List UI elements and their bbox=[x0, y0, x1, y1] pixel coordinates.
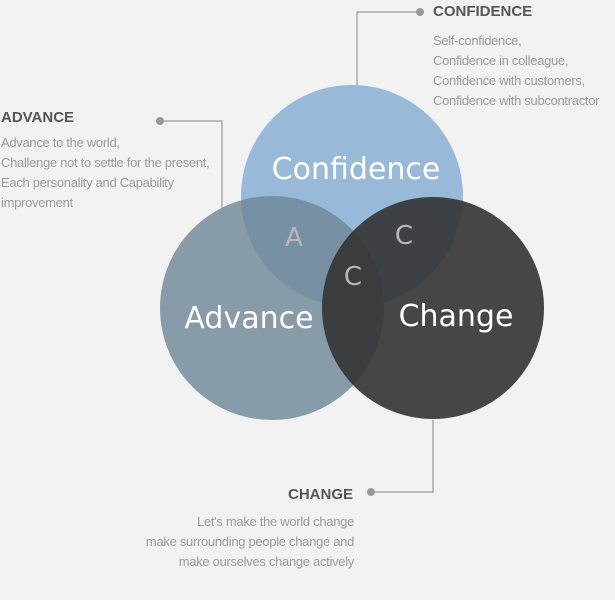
advance-line: Each personality and Capability bbox=[1, 175, 174, 190]
overlap-advance-confidence: A bbox=[285, 223, 303, 253]
change-callout-text: Let's make the world change make surroun… bbox=[146, 512, 354, 572]
change-circle bbox=[322, 197, 544, 419]
change-connector bbox=[371, 420, 434, 493]
advance-circle bbox=[160, 196, 384, 420]
confidence-label: Confidence bbox=[272, 152, 441, 187]
overlap-confidence-change: C bbox=[395, 221, 413, 251]
confidence-line: Confidence with customers, bbox=[433, 73, 585, 88]
change-label: Change bbox=[399, 299, 514, 334]
advance-connector bbox=[160, 120, 223, 208]
confidence-callout-title: CONFIDENCE bbox=[433, 3, 533, 20]
advance-connector-dot bbox=[156, 117, 164, 125]
confidence-connector-dot bbox=[416, 8, 424, 16]
change-line: Let's make the world change bbox=[197, 514, 354, 529]
connectors bbox=[160, 11, 434, 493]
advance-label: Advance bbox=[184, 301, 313, 336]
advance-callout-title: ADVANCE bbox=[1, 109, 75, 126]
advance-callout-text: Advance to the world, Challenge not to s… bbox=[1, 133, 210, 213]
change-line: make surrounding people change and bbox=[145, 534, 354, 549]
confidence-line: Confidence in colleague, bbox=[433, 53, 569, 68]
confidence-callout-text: Self-confidence, Confidence in colleague… bbox=[433, 31, 599, 111]
change-connector-dot bbox=[367, 488, 375, 496]
confidence-line: Self-confidence, bbox=[433, 33, 522, 48]
overlap-center: C bbox=[344, 262, 362, 292]
advance-line: improvement bbox=[1, 195, 73, 210]
confidence-connector bbox=[356, 11, 420, 86]
advance-line: Challenge not to settle for the present, bbox=[1, 155, 210, 170]
change-callout-title: CHANGE bbox=[288, 486, 354, 503]
advance-line: Advance to the world, bbox=[1, 135, 120, 150]
confidence-line: Confidence with subcontractor bbox=[433, 93, 600, 108]
change-line: make ourselves change actively bbox=[178, 554, 355, 569]
